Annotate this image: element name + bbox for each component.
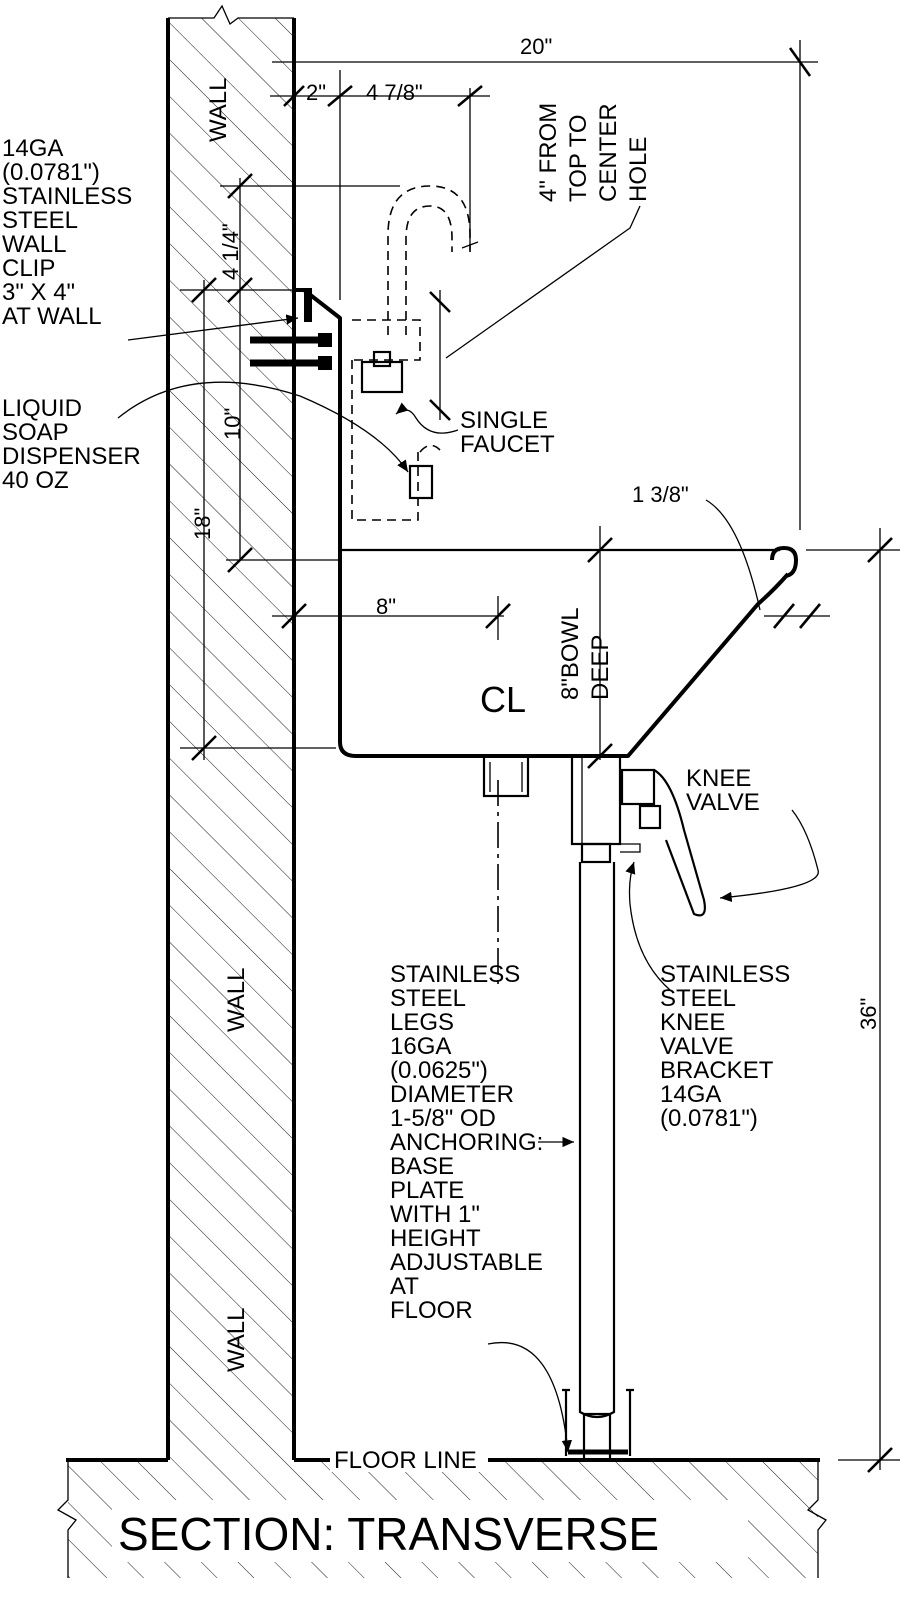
callout-wall-clip-line: STEEL (2, 207, 78, 234)
callout-legs-line: (0.0625") (390, 1057, 488, 1084)
callout-legs-line: DIAMETER (390, 1081, 514, 1108)
leader-lines (117, 205, 819, 1453)
dim-faucet-reach: 4 7/8" (366, 80, 423, 105)
callout-bowl-deep-line: 8"BOWL (557, 607, 584, 700)
callout-soap-dispenser-line: LIQUID (2, 395, 82, 422)
wall-clip-bolts (250, 288, 332, 370)
callout-knee-bracket-line: STAINLESS (660, 961, 790, 988)
soap-dispenser (408, 464, 434, 500)
callout-knee-bracket-line: 14GA (660, 1081, 721, 1108)
callout-single-faucet-line: SINGLE (460, 407, 548, 434)
callout-center-hole-line: CENTER (595, 103, 622, 202)
callout-knee-bracket-line: VALVE (660, 1033, 734, 1060)
callout-legs-line: 1-5/8" OD (390, 1105, 496, 1132)
callout-center-hole-line: TOP TO (565, 114, 592, 202)
callout-center-hole-line: HOLE (625, 137, 652, 202)
wall-labels: WALL WALL WALL (205, 78, 250, 1372)
wall-label-middle: WALL (223, 968, 250, 1032)
drain-outlet (482, 754, 530, 798)
callout-legs-line: FLOOR (390, 1297, 473, 1324)
callout-center-hole-line: 4" FROM (535, 103, 562, 202)
wall-label-top: WALL (205, 78, 232, 142)
knee-valve (620, 768, 706, 917)
callout-bowl-deep-line: DEEP (587, 635, 614, 700)
callout-wall-clip-line: STAINLESS (2, 183, 132, 210)
wall-label-bottom: WALL (223, 1308, 250, 1372)
centerline: CL (480, 679, 526, 985)
sink-bowl (294, 288, 798, 798)
sink-leg (562, 754, 634, 1462)
dim-splash-height: 18" (190, 508, 215, 540)
callout-wall-clip-line: AT WALL (2, 303, 102, 330)
faucet-outline (351, 185, 479, 521)
callout-wall-clip-line: (0.0781") (2, 159, 100, 186)
callout-legs-line: AT (390, 1273, 419, 1300)
callout-legs: STAINLESSSTEELLEGS16GA(0.0625")DIAMETER1… (390, 961, 543, 1324)
dim-overall-width: 20" (520, 34, 552, 59)
callout-legs-line: LEGS (390, 1009, 454, 1036)
dim-bowl-offset: 8" (376, 594, 396, 619)
callout-wall-clip-line: CLIP (2, 255, 55, 282)
callout-legs-line: BASE (390, 1153, 454, 1180)
callout-legs-line: PLATE (390, 1177, 464, 1204)
dim-rim-return: 1 3/8" (632, 482, 689, 507)
callout-wall-clip-line: 14GA (2, 135, 63, 162)
callout-soap-dispenser-line: SOAP (2, 419, 69, 446)
dim-clip-height: 4 1/4" (218, 223, 243, 280)
callout-knee-valve-line: KNEE (686, 765, 751, 792)
dimension-lines (180, 40, 900, 1473)
callout-knee-valve-line: VALVE (686, 789, 760, 816)
dim-clip-to-rim: 10" (220, 408, 245, 440)
callout-legs-line: WITH 1" (390, 1201, 480, 1228)
callout-knee-bracket-line: (0.0781") (660, 1105, 758, 1132)
dim-floor-to-rim: 36" (856, 998, 881, 1030)
callout-knee-bracket-line: STEEL (660, 985, 736, 1012)
callout-single-faucet-line: FAUCET (460, 431, 555, 458)
callout-legs-line: ANCHORING: (390, 1129, 543, 1156)
centerline-symbol: CL (480, 679, 526, 720)
callout-legs-line: 16GA (390, 1033, 451, 1060)
callout-soap-dispenser-line: 40 OZ (2, 467, 69, 494)
floor-line-label: FLOOR LINE (334, 1447, 477, 1474)
callout-wall-clip-line: WALL (2, 231, 66, 258)
callout-knee-bracket-line: KNEE (660, 1009, 725, 1036)
section-title: SECTION: TRANSVERSE (118, 1508, 659, 1560)
callout-legs-line: HEIGHT (390, 1225, 481, 1252)
callout-legs-line: STAINLESS (390, 961, 520, 988)
callout-legs-line: STEEL (390, 985, 466, 1012)
dim-wall-offset: 2" (306, 80, 326, 105)
callout-knee-bracket-line: BRACKET (660, 1057, 774, 1084)
dimension-texts: 20" 2" 4 7/8" 4 1/4" 10" 18" 8" 1 3/8" 3… (190, 34, 881, 1030)
callout-legs-line: ADJUSTABLE (390, 1249, 543, 1276)
callout-soap-dispenser-line: DISPENSER (2, 443, 141, 470)
callout-wall-clip-line: 3" X 4" (2, 279, 75, 306)
callout-knee-bracket: STAINLESSSTEELKNEEVALVEBRACKET14GA(0.078… (660, 961, 790, 1132)
wall-section (166, 4, 296, 1460)
